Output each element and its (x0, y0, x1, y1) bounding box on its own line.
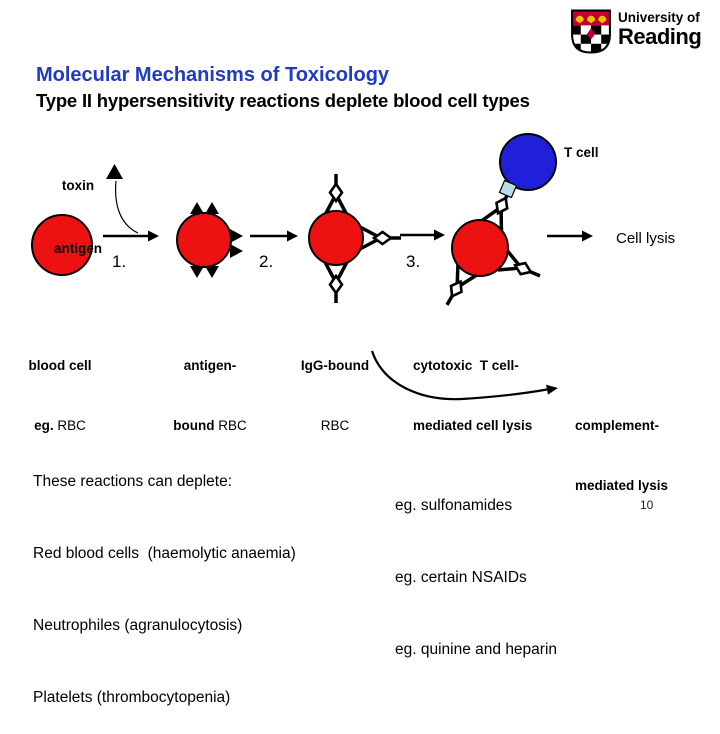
toxin-binding-curve (115, 180, 139, 234)
depletion-list-item: These reactions can deplete: (33, 473, 233, 490)
antibody-icon (358, 225, 403, 251)
drug-example-item: eg. certain NSAIDs (395, 569, 527, 586)
slide: { "logo": { "institution": "University o… (28, 9, 702, 706)
logo-text: University of Reading (618, 10, 702, 49)
fc-receptor-square (498, 179, 518, 199)
antibody-icon (323, 172, 349, 217)
logo-name: Reading (618, 23, 702, 49)
type2-hypersensitivity-diagram (31, 133, 593, 401)
step3-arrow (400, 229, 445, 241)
step2-arrow (250, 230, 298, 242)
university-shield-logo (571, 9, 611, 54)
depletion-list-item: Neutrophiles (agranulocytosis) (33, 617, 243, 634)
cell-lysis-arrow (547, 230, 593, 242)
logo-institution: University of (618, 10, 700, 25)
shield-center-diamond (586, 28, 596, 40)
page-number: 10 (640, 498, 654, 512)
step-number-2: 2. (259, 252, 274, 271)
toxin-antigen-label: toxin antigen (53, 178, 102, 256)
antigen-bound-rbc (176, 202, 243, 278)
page-title: Molecular Mechanisms of Toxicology (36, 64, 390, 86)
cell-lysis-label: Cell lysis (616, 230, 676, 247)
complement-lysis-arrow (370, 350, 558, 401)
t-cell-attack-complex (435, 133, 557, 313)
drug-example-item: eg. sulfonamides (395, 497, 513, 514)
caption-igg-bound-rbc: IgG-bound RBC (300, 358, 370, 433)
antibody-icon (323, 260, 349, 305)
t-cell (499, 133, 557, 191)
toxin-antigen-triangle-icon (106, 164, 123, 179)
depletion-list-item: Red blood cells (haemolytic anaemia) (33, 545, 296, 562)
depletion-list-item: Platelets (thrombocytopenia) (33, 689, 231, 706)
t-cell-label: T cell (564, 145, 599, 160)
shield-shells (575, 15, 607, 24)
caption-blood-cell: blood cell eg. RBC (28, 358, 92, 433)
target-rbc (451, 219, 509, 277)
step-number-1: 1. (112, 252, 127, 271)
page-subtitle: Type II hypersensitivity reactions deple… (36, 90, 530, 111)
igg-bound-rbc (308, 172, 403, 305)
complement-lysis-label: complement- mediated lysis (575, 418, 669, 493)
step-number-3: 3. (406, 252, 421, 271)
caption-antigen-bound-rbc: antigen- bound RBC (173, 358, 247, 433)
drug-examples-list: eg. sulfonamides eg. certain NSAIDs eg. … (395, 446, 557, 686)
bound-antigen-triangles (190, 202, 243, 278)
blood-cell (31, 214, 93, 276)
drug-example-item: eg. quinine and heparin (395, 641, 558, 658)
caption-cytotoxic-lysis: cytotoxic T cell- mediated cell lysis (413, 358, 533, 433)
step1-arrow (103, 230, 159, 242)
depletion-list: These reactions can deplete: Red blood c… (33, 422, 296, 734)
